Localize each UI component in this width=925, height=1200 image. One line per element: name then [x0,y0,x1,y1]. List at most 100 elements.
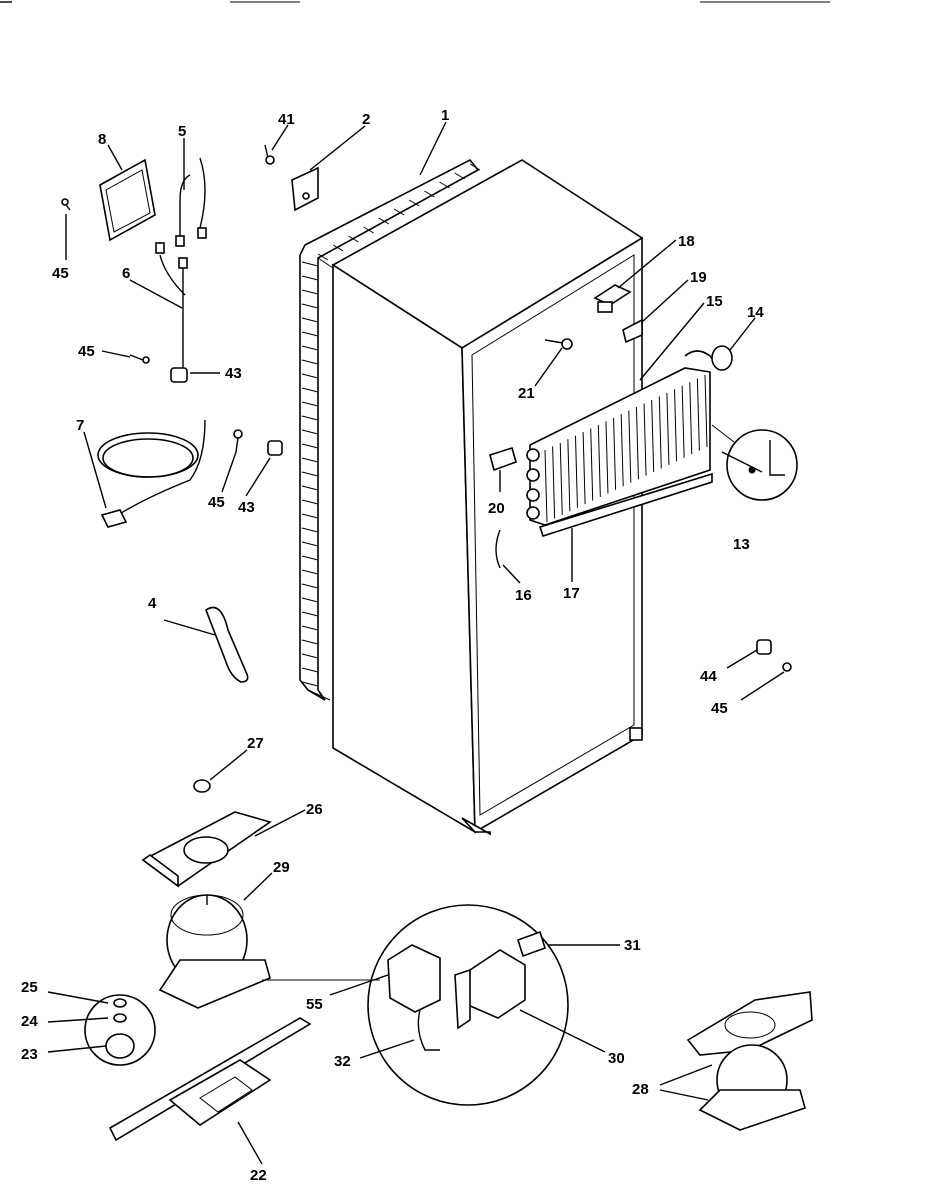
coil-rung [301,541,319,547]
part-27-grommet [193,779,211,793]
part-4-strip [205,606,249,683]
callout-7: 7 [76,417,84,434]
coil-rung [301,583,319,589]
grommet-detail [84,994,156,1066]
part-7-power-cord [97,419,206,528]
evaporator-fin [559,442,563,515]
coil-rung [301,639,319,645]
part-6-harness [155,242,188,372]
evaporator-fin [574,435,578,508]
part-45-screw-d [782,662,792,672]
evaporator-fins [544,374,708,523]
part-13-detail [711,424,798,501]
coil-rung [301,499,319,505]
callout-45: 45 [711,700,728,717]
part-45-screw-a [61,198,71,211]
part-43-lower [267,440,283,456]
part-45-screw-b [129,354,150,364]
coil-rung [301,303,319,309]
coil-rung [301,387,319,393]
callout-41: 41 [278,111,295,128]
evaporator-fin [696,378,700,451]
evaporator-fin [651,399,655,473]
coil-rung [301,345,319,351]
callout-45: 45 [208,494,225,511]
evaporator-fin [674,389,678,462]
coil-rung [393,208,405,216]
evaporator-fin [666,392,670,465]
evaporator-fin [681,385,685,458]
evaporator-fin [597,424,601,498]
part-21-screw [544,338,573,350]
coil-rung [301,429,319,435]
callout-45: 45 [78,343,95,360]
callout-31: 31 [624,937,641,954]
coil-rung [317,253,329,261]
coil-rung [301,401,319,407]
evaporator [526,345,733,538]
callout-22: 22 [250,1167,267,1184]
evaporator-fin [658,396,662,469]
evaporator-fin [567,439,571,512]
evaporator-fin [620,414,624,487]
callout-16: 16 [515,587,532,604]
evaporator-fin [643,403,647,476]
coil-rungs [301,163,481,687]
part-16-wire [495,529,501,569]
coil-rung [424,190,435,198]
part-43-upper [170,367,188,383]
callout-19: 19 [690,269,707,286]
part-8-panel [99,158,156,242]
callout-26: 26 [306,801,323,818]
part-45-screw-c [233,429,243,453]
part-26-drain-pan [141,811,272,888]
coil-rung [301,289,319,295]
coil-rung [378,217,390,225]
callout-labels: 1 2 41 5 8 45 6 45 43 7 45 43 18 19 15 1… [21,107,764,1184]
refrigerator-cabinet [331,159,644,836]
callout-15: 15 [706,293,723,310]
callout-8: 8 [98,131,106,148]
callout-45: 45 [52,265,69,282]
callout-32: 32 [334,1053,351,1070]
evaporator-fin [544,449,548,523]
callout-24: 24 [21,1013,38,1030]
callout-2: 2 [362,111,370,128]
evaporator-fin [605,421,609,494]
coil-rung [301,373,319,379]
callout-5: 5 [178,123,186,140]
callout-29: 29 [273,859,290,876]
evaporator-fin [552,446,556,519]
callout-23: 23 [21,1046,38,1063]
coil-rung [301,513,319,519]
coil-rung [301,555,319,561]
evaporator-fin [590,428,594,501]
coil-rung [363,226,374,234]
callout-27: 27 [247,735,264,752]
callout-1: 1 [441,107,449,124]
coil-rung [301,653,319,659]
coil-rung [301,667,319,673]
evaporator-fin [628,410,632,483]
callout-21: 21 [518,385,535,402]
callout-55: 55 [306,996,323,1013]
callout-18: 18 [678,233,695,250]
coil-rung [301,415,319,421]
callout-28: 28 [632,1081,649,1098]
coil-rung [301,331,319,337]
callout-leaders [47,121,785,1165]
coil-rung [332,244,344,252]
callout-4: 4 [148,595,157,612]
evaporator-fin [582,432,586,505]
callout-17: 17 [563,585,580,602]
part-20-block [489,446,517,472]
part-29-compressor [158,894,271,1009]
part-2-bracket [291,166,319,212]
coil-rung [301,317,319,323]
coil-rung [301,359,319,365]
coil-rung [454,172,466,180]
callout-14: 14 [747,304,764,321]
callout-44: 44 [700,668,717,685]
coil-rung [301,681,319,687]
coil-rung [301,275,319,281]
